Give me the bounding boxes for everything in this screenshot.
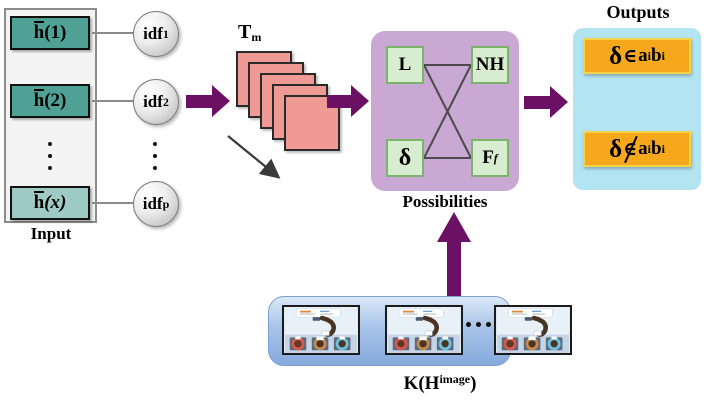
- output-item-notin-sub-a: i: [647, 141, 651, 156]
- classroom-scene-icon: [388, 307, 460, 353]
- output-item-in-sub-b: i: [661, 48, 665, 63]
- possibility-node-nh: NH: [471, 46, 509, 84]
- arrow-knowledge-to-possibilities: [437, 212, 471, 298]
- possibility-node-delta: δ: [386, 139, 424, 177]
- possibility-node-ff-sub: f: [493, 150, 498, 165]
- input-node-h2-base: h: [33, 89, 45, 111]
- knowledge-label-sup: image: [439, 372, 471, 386]
- knowledge-label: K(Himage): [355, 372, 525, 395]
- idf-ellipsis: [150, 142, 160, 170]
- knowledge-thumbnail-2: [385, 305, 463, 355]
- possibility-node-l: L: [386, 46, 424, 84]
- input-node-h1-base: h: [33, 21, 45, 43]
- arrow-possibilities-to-outputs: [524, 86, 572, 118]
- tm-label-base: T: [238, 21, 252, 43]
- input-node-hx-base: h: [33, 191, 45, 213]
- knowledge-thumbnail-1: [282, 305, 360, 355]
- tm-label-sub: m: [251, 30, 262, 44]
- input-node-hx-arg: (x): [44, 192, 67, 213]
- idf-node-p-base: idf: [142, 194, 163, 213]
- output-item-in-sub-a: i: [647, 48, 651, 63]
- tm-label: Tm: [238, 21, 261, 45]
- possibility-node-nh-label: NH: [475, 54, 505, 75]
- input-ellipsis: [45, 142, 55, 170]
- knowledge-ellipsis: [466, 322, 491, 327]
- idf-node-1-sub: 1: [162, 26, 169, 41]
- input-node-h1: h(1): [10, 16, 90, 50]
- connector-h1-idf1: [92, 32, 134, 34]
- output-item-notin-term-b: b: [650, 138, 662, 159]
- idf-node-p-sub: p: [162, 196, 170, 211]
- output-item-notin-relation: ∈: [623, 138, 638, 160]
- connector-hx-idfp: [92, 202, 134, 204]
- possibility-node-l-label: L: [398, 54, 412, 75]
- output-item-notin-sub-b: i: [661, 141, 665, 156]
- possibilities-label: Possibilities: [402, 192, 488, 211]
- output-item-in-term-b: b: [650, 45, 662, 66]
- possibility-node-ff-base: F: [482, 147, 494, 168]
- idf-node-2-sub: 2: [162, 94, 169, 109]
- knowledge-label-base: K(H: [403, 373, 440, 394]
- idf-node-1-base: idf: [143, 24, 163, 43]
- output-item-in-delta: δ: [609, 42, 623, 70]
- input-node-hx: h(x): [10, 186, 90, 220]
- input-label: Input: [30, 224, 72, 243]
- output-item-in-relation: ∈: [623, 45, 638, 67]
- idf-node-2-base: idf: [143, 92, 163, 111]
- output-item-notin-term-a: a: [638, 138, 648, 159]
- input-node-h2: h(2): [10, 84, 90, 118]
- classroom-scene-icon: [497, 307, 569, 353]
- outputs-title: Outputs: [606, 2, 670, 22]
- output-item-notin-delta: δ: [609, 135, 623, 163]
- classroom-scene-icon: [285, 307, 357, 353]
- knowledge-thumbnail-3: [494, 305, 572, 355]
- output-item-in-term-a: a: [638, 45, 648, 66]
- input-node-h1-arg: (1): [44, 22, 67, 43]
- arrow-tm-to-possibilities: [327, 85, 373, 117]
- knowledge-label-tail: ): [470, 373, 477, 394]
- input-node-h2-arg: (2): [44, 90, 67, 111]
- connector-h2-idf2: [92, 100, 134, 102]
- arrow-input-to-tm: [186, 85, 232, 117]
- possibility-node-delta-label: δ: [398, 144, 412, 171]
